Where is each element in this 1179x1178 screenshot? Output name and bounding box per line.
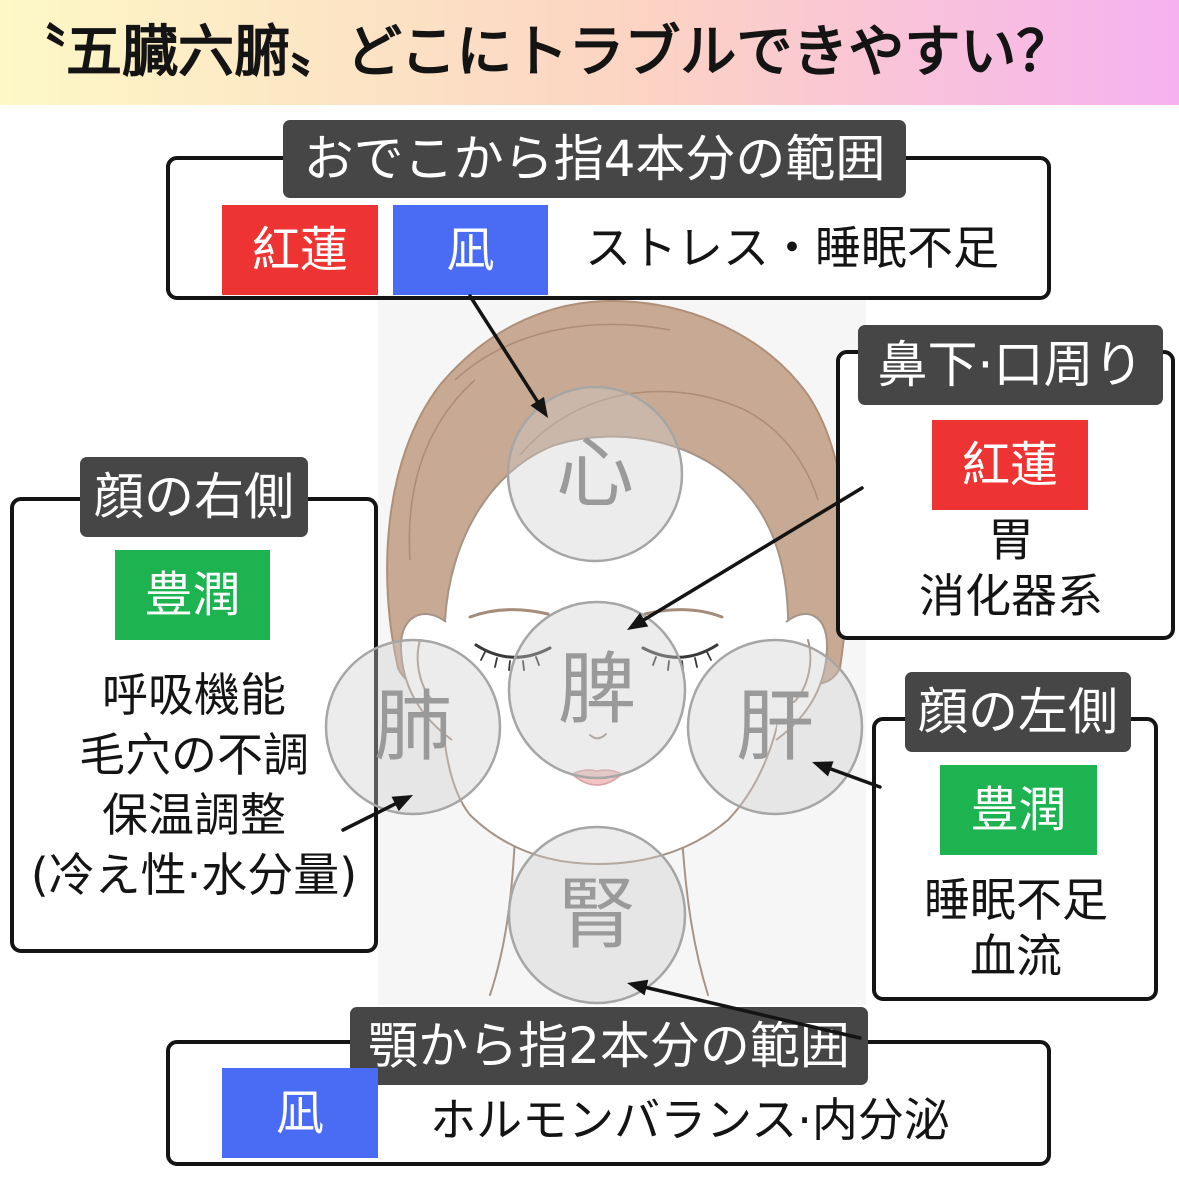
illustration-background [378, 300, 866, 1005]
organ-circle-kidney: 腎 [507, 825, 687, 1005]
left-ear [399, 613, 453, 741]
left-eyelashes [480, 651, 540, 671]
nose [589, 733, 607, 740]
spleen-circle [507, 600, 687, 780]
forehead-tag-guren: 紅蓮 [222, 205, 378, 295]
organ-circle-spleen: 脾 [507, 600, 687, 780]
arrow-forehead-to-heart-head [530, 396, 548, 418]
arrow-right-side-to-lung-head [391, 795, 413, 812]
page-title: 〝五臓六腑〟どこにトラブルできやすい？ [10, 20, 1073, 85]
chin-zone-label: 顎から指2本分の範囲 [350, 1007, 868, 1085]
face-left-side-zone-description: 睡眠不足 血流 [878, 872, 1154, 984]
chin-tag-nagi: 凪 [222, 1068, 378, 1158]
title-bar: 〝五臓六腑〟どこにトラブルできやすい？ [0, 0, 1179, 105]
nose-mouth-tag-guren: 紅蓮 [932, 420, 1088, 510]
arrow-left-side-to-liver-head [812, 761, 834, 777]
face-right-side-line: (冷え性·水分量) [30, 848, 358, 902]
nose-mouth-zone-description: 胃 消化器系 [850, 512, 1172, 624]
kidney-circle [507, 825, 687, 1005]
nose-mouth-line: 胃 [988, 513, 1034, 567]
face-right-side-line: 呼吸機能 [102, 668, 286, 722]
nose-mouth-zone-label: 鼻下·口周り [858, 325, 1163, 405]
spleen-label: 脾 [558, 645, 636, 735]
liver-circle [686, 638, 864, 816]
kidney-label: 腎 [558, 870, 636, 960]
liver-label: 肝 [736, 682, 814, 772]
forehead-zone-description: ストレス・睡眠不足 [585, 221, 999, 275]
forehead-tag-nagi: 凪 [393, 205, 548, 295]
lips [570, 769, 624, 786]
face-left-side-line: 血流 [970, 929, 1062, 983]
forehead-zone-label: おでこから指4本分の範囲 [283, 120, 906, 198]
left-ear-inner [416, 639, 435, 703]
neck-right-line [681, 835, 709, 996]
hair-part-strand [519, 390, 819, 501]
lung-label: 肺 [374, 682, 452, 772]
face-left-side-line: 睡眠不足 [924, 873, 1108, 927]
hair-side-strand [408, 379, 476, 561]
organ-circle-heart: 心 [506, 385, 684, 563]
face-outline [440, 435, 790, 866]
face-left-side-tag-hojun: 豊潤 [940, 765, 1097, 855]
left-eyebrow [468, 608, 550, 619]
right-ear-inner [793, 639, 812, 703]
chin-zone-description: ホルモンバランス·内分泌 [430, 1093, 950, 1147]
right-eyebrow [643, 608, 724, 619]
arrow-mouth-to-spleen [640, 486, 864, 623]
hair [386, 299, 849, 685]
right-ear [775, 613, 829, 741]
face-right-side-line: 保温調整 [102, 788, 286, 842]
left-eye-closed [474, 643, 552, 659]
organ-circle-liver: 肝 [686, 638, 864, 816]
face-left-side-zone-box [872, 717, 1158, 1001]
face-right-side-zone-description: 呼吸機能 毛穴の不調 保温調整 (冷え性·水分量) [16, 665, 372, 905]
arrow-mouth-to-spleen-head [627, 612, 649, 630]
neck-left-line [489, 835, 516, 996]
face-right-side-zone-label: 顔の右側 [80, 457, 308, 537]
heart-circle [506, 385, 684, 563]
hair-strand [454, 323, 671, 381]
arrow-forehead-to-heart [468, 294, 541, 405]
face-right-side-line: 毛穴の不調 [79, 728, 309, 782]
face-right-side-tag-hojun: 豊潤 [115, 550, 270, 640]
arrow-chin-to-kidney-head [627, 979, 649, 996]
right-eye-closed [641, 643, 719, 659]
face-left-side-zone-label: 顔の左側 [905, 672, 1131, 752]
nose-mouth-line: 消化器系 [919, 569, 1103, 623]
heart-label: 心 [556, 429, 634, 519]
right-eyelashes [652, 651, 712, 671]
